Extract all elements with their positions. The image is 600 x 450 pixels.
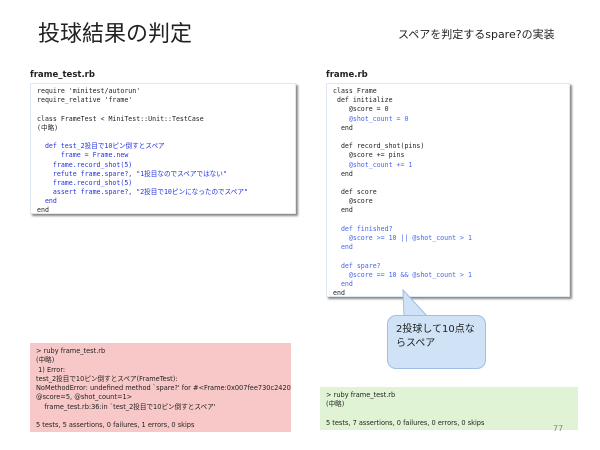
code-line: frame = Frame.new — [37, 151, 129, 160]
code-line: def record_shot(pins) — [333, 142, 425, 151]
callout-bubble: 2投球して10点ならスペア — [387, 315, 486, 369]
slide-subtitle: スペアを判定するspare?の実装 — [398, 28, 555, 41]
output-line: (中略) — [36, 356, 55, 365]
output-line: > ruby frame_test.rb — [36, 347, 106, 355]
code-line: @score — [333, 197, 373, 206]
code-line — [333, 179, 563, 188]
page-number: 77 — [553, 424, 564, 433]
frame-code-block: class Frame def initialize @score = 0 @s… — [326, 83, 570, 297]
code-line: end — [37, 197, 57, 206]
code-line: frame.record_shot(5) — [37, 160, 133, 169]
callout-tail — [402, 288, 430, 318]
code-line: class Frame — [333, 87, 377, 95]
code-line: def finished? — [333, 224, 393, 233]
output-line: > ruby frame_test.rb — [326, 391, 396, 399]
code-line: end — [333, 169, 353, 178]
output-line: 5 tests, 7 assertions, 0 failures, 0 err… — [326, 418, 485, 427]
code-line: @score = 0 — [333, 105, 389, 114]
left-filename: frame_test.rb — [30, 70, 95, 80]
code-line: require_relative 'frame' — [37, 96, 133, 105]
passing-test-output: > ruby frame_test.rb(中略) 5 tests, 7 asser… — [320, 387, 578, 430]
code-line — [333, 252, 563, 261]
code-line: (中略) — [37, 123, 59, 132]
code-line: @score >= 10 || @shot_count > 1 — [333, 234, 472, 242]
code-line: @score == 10 && @shot_count > 1 — [333, 270, 472, 279]
output-line: NoMethodError: undefined method `spare?'… — [36, 384, 291, 393]
code-line: @shot_count = 0 — [333, 114, 409, 123]
code-line — [333, 133, 563, 142]
code-line: def spare? — [333, 261, 381, 270]
code-line: end — [333, 123, 353, 132]
code-line: def score — [333, 188, 377, 197]
output-line: 1) Error: — [36, 365, 66, 374]
code-line: @shot_count += 1 — [333, 160, 413, 169]
code-line: assert frame.spare?, "2投目で10ピンになったのでスペア" — [37, 188, 248, 197]
code-line: end — [333, 243, 353, 252]
code-line — [37, 133, 289, 142]
failing-test-output: > ruby frame_test.rb(中略) 1) Error:test_2… — [30, 343, 291, 432]
code-line — [37, 105, 289, 114]
output-line: 5 tests, 5 assertions, 0 failures, 1 err… — [36, 421, 195, 430]
code-line: @score += pins — [333, 151, 405, 160]
code-line: end — [333, 206, 353, 215]
output-line: @score=5, @shot_count=1> — [36, 393, 133, 402]
right-filename: frame.rb — [326, 70, 368, 80]
code-line: refute frame.spare?, "1投目なのでスペアではない" — [37, 169, 227, 178]
code-line: end — [333, 289, 345, 298]
output-line: test_2投目で10ピン倒すとスペア(FrameTest): — [36, 374, 178, 383]
code-line: def initialize — [333, 96, 393, 105]
code-line: require 'minitest/autorun' — [37, 87, 141, 95]
code-line: class FrameTest < MiniTest::Unit::TestCa… — [37, 114, 204, 123]
output-line — [326, 410, 572, 419]
slide-title: 投球結果の判定 — [38, 22, 193, 47]
output-line: (中略) — [326, 400, 345, 409]
code-line: def test_2投目で10ピン倒すとスペア — [37, 142, 165, 151]
output-line — [36, 412, 285, 421]
code-line: frame.record_shot(5) — [37, 178, 133, 187]
code-line: end — [37, 206, 49, 215]
code-line — [333, 216, 563, 225]
output-line: frame_test.rb:36:in `test_2投目で10ピン倒すとスペア… — [36, 402, 216, 411]
code-line: end — [333, 279, 353, 288]
test-code-block: require 'minitest/autorun'require_relati… — [30, 83, 296, 214]
